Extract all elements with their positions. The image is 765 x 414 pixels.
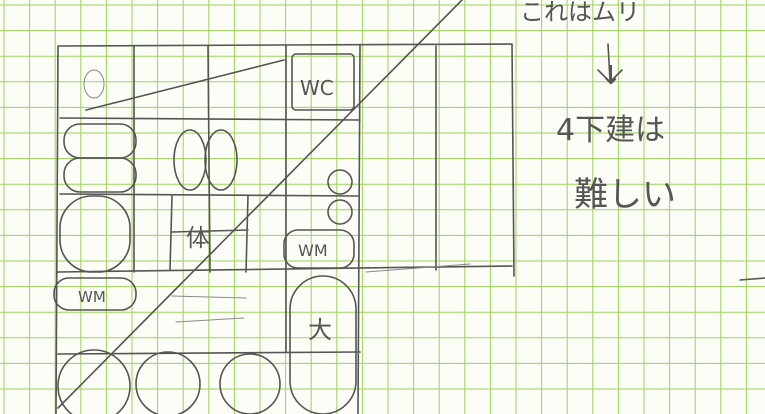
annotation-arrow: ↓ <box>600 61 622 91</box>
label-wm-right: WM <box>298 241 328 260</box>
label-wc: WC <box>300 76 334 100</box>
annotation-line-2: 4下建は <box>556 113 665 148</box>
annotation-line-1: これはムリ <box>520 0 640 26</box>
annotation-line-3: 難しい <box>574 175 676 215</box>
label-body: 体 <box>186 224 210 252</box>
label-large: 大 <box>308 316 332 344</box>
label-wm-left: WM <box>78 288 106 306</box>
